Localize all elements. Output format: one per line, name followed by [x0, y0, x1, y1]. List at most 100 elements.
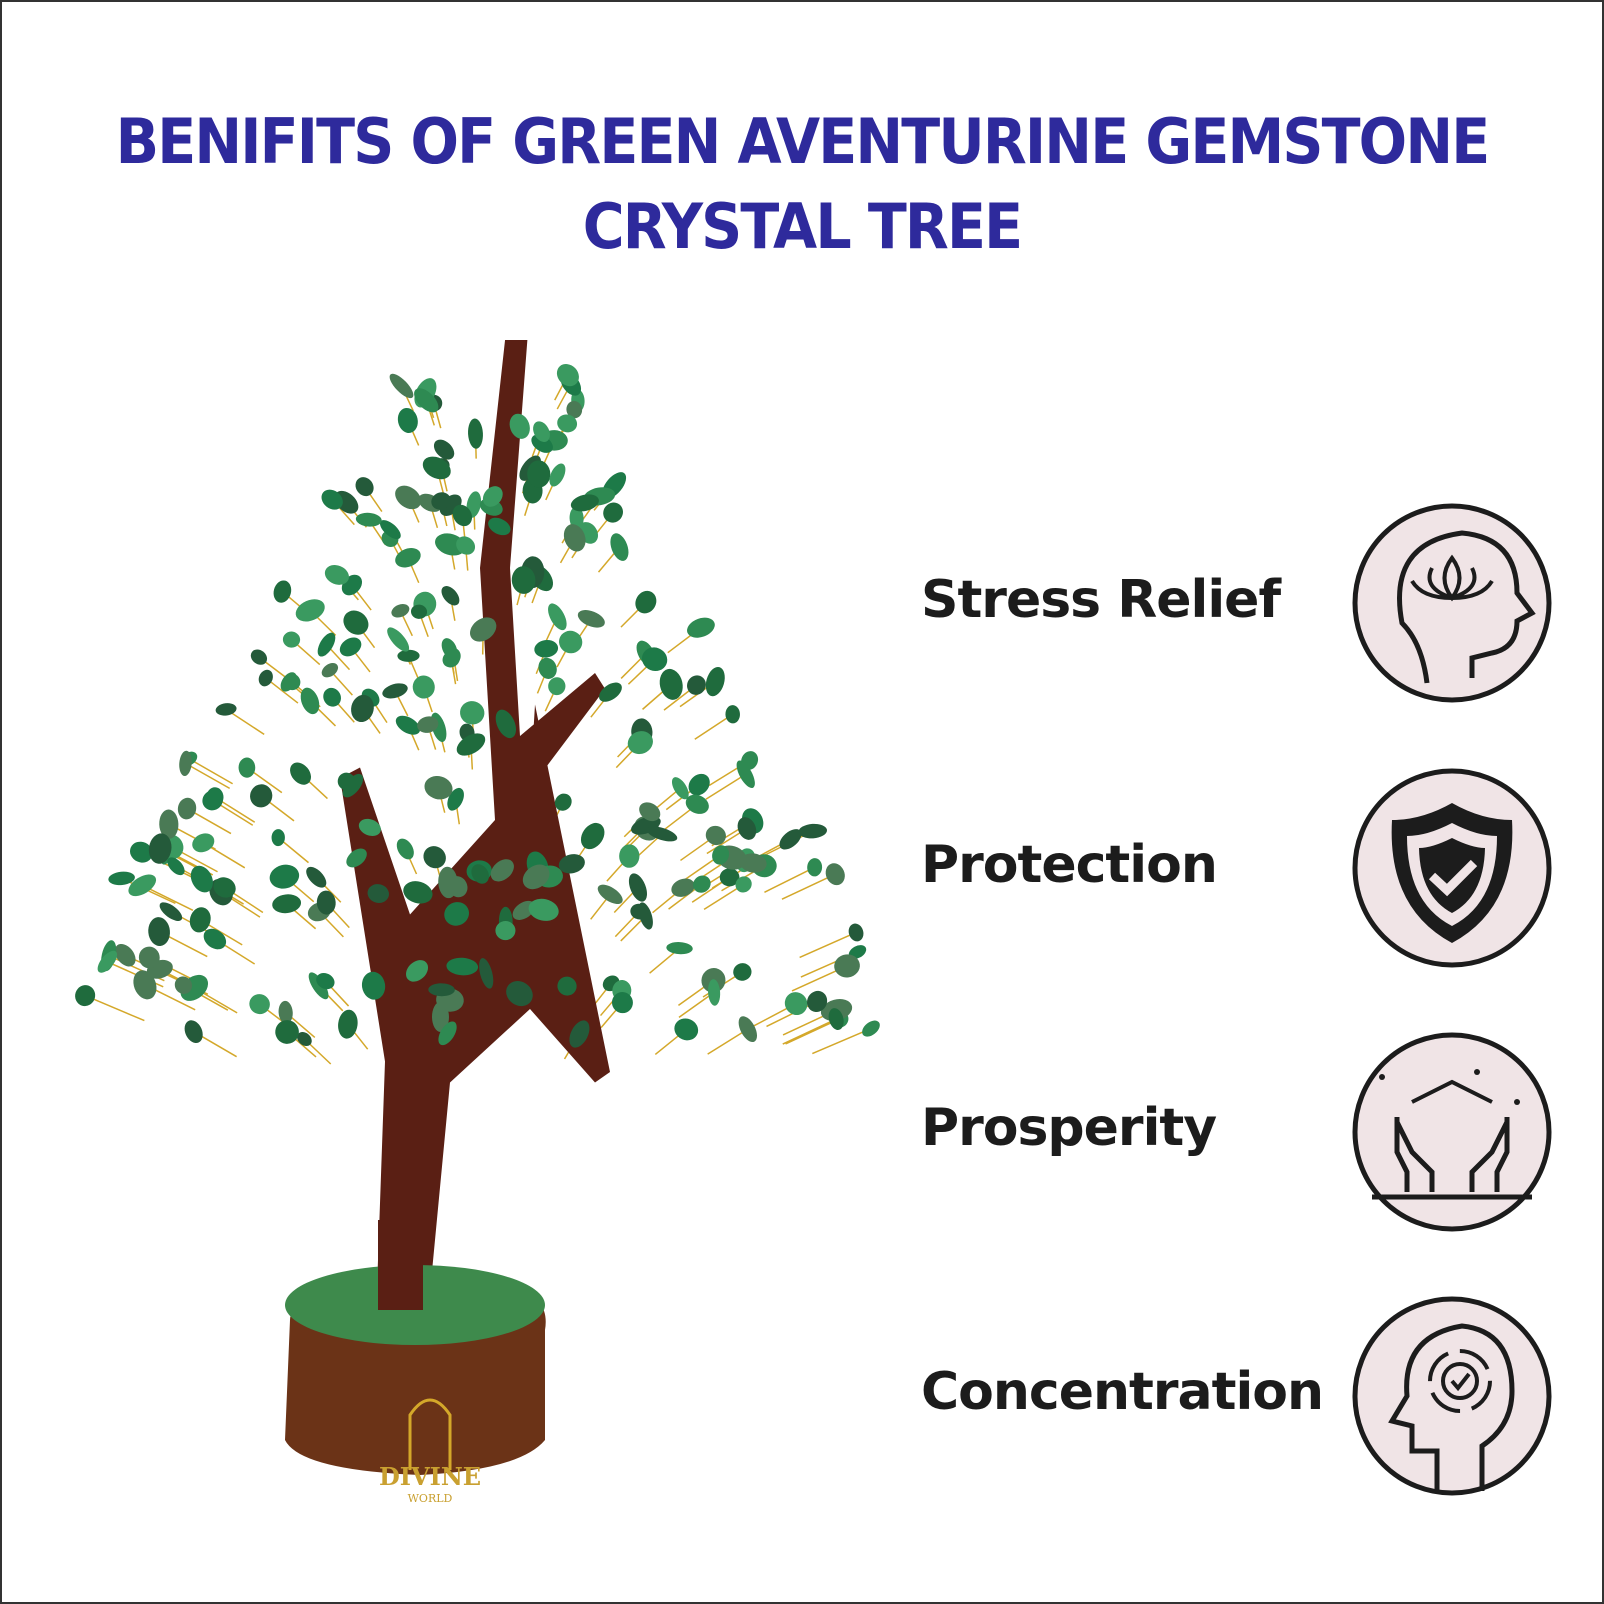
gemstone-leaf — [806, 990, 828, 1013]
gemstone-leaf — [249, 994, 270, 1015]
gemstone-leaf — [848, 945, 867, 959]
gemstone-leaf — [395, 548, 421, 568]
gemstone-leaf — [269, 864, 300, 889]
gemstone-leaf — [114, 943, 136, 967]
gemstone-leaf — [687, 617, 715, 638]
gemstone-leaf — [129, 841, 153, 863]
gemstone-leaf — [317, 632, 336, 657]
gemstone-leaf — [580, 822, 605, 850]
gemstone-leaf — [705, 825, 726, 846]
gemstone-leaf — [735, 876, 752, 893]
gemstone-leaf — [441, 586, 460, 606]
head-target-icon — [1352, 1296, 1552, 1496]
gemstone-leaf — [177, 797, 197, 820]
gemstone-leaf — [739, 853, 767, 873]
gemstone-leaf — [272, 894, 302, 914]
gemstone-leaf — [295, 599, 325, 622]
gemstone-leaf — [297, 1031, 312, 1047]
gemstone-leaf — [379, 520, 401, 540]
crystal-tree-image: DIVINE WORLD — [75, 340, 880, 1505]
gemstone-leaf — [563, 524, 586, 552]
gemstone-leaf — [674, 1018, 699, 1041]
gemstone-leaf — [569, 1020, 590, 1048]
gemstone-leaf — [825, 863, 845, 886]
benefit-prosperity: Prosperity — [921, 1098, 1217, 1158]
gemstone-leaf — [316, 972, 335, 990]
gemstone-leaf — [482, 486, 503, 507]
gemstone-leaf — [506, 980, 533, 1007]
gemstone-leaf — [397, 649, 420, 662]
gemstone-leaf — [405, 960, 429, 982]
gemstone-leaf — [395, 715, 421, 735]
gemstone-leaf — [133, 970, 157, 1000]
gemstone-leaf — [848, 923, 864, 942]
gemstone-leaf — [433, 439, 455, 460]
gemstone-leaf — [213, 877, 236, 898]
gemstone-leaf — [148, 917, 170, 947]
gemstone-leaf — [300, 687, 320, 715]
gemstone-leaf — [167, 857, 185, 876]
gemstone-leaf — [346, 848, 367, 868]
gemstone-leaf — [446, 957, 479, 976]
gemstone-leaf — [738, 1016, 758, 1043]
gemstone-leaf — [862, 1020, 880, 1037]
gemstone-leaf — [282, 631, 301, 648]
gemstone-leaf — [306, 866, 327, 888]
gemstone-leaf — [159, 809, 179, 839]
gemstone-leaf — [557, 414, 578, 433]
gemstone-leaf — [396, 838, 414, 860]
gemstone-leaf — [324, 565, 349, 585]
gemstone-leaf — [192, 833, 215, 853]
gemstone-leaf — [290, 762, 311, 785]
svg-text:DIVINE: DIVINE — [379, 1462, 481, 1491]
gemstone-leaf — [148, 833, 172, 864]
gemstone-leaf — [431, 492, 451, 510]
gemstone-leaf — [725, 705, 740, 724]
gemstone-leaf — [490, 859, 514, 882]
gemstone-leaf — [321, 489, 343, 510]
gemstone-leaf — [438, 1021, 457, 1046]
gemstone-leaf — [444, 902, 470, 926]
gemstone-leaf — [779, 829, 802, 850]
gemstone-leaf — [641, 647, 668, 672]
gemstone-leaf — [807, 858, 823, 877]
gemstone-leaf — [599, 682, 622, 702]
gemstone-leaf — [509, 413, 530, 439]
gemstone-leaf — [174, 976, 193, 994]
gemstone-leaf — [447, 787, 464, 811]
gemstone-leaf — [338, 1009, 358, 1039]
gemstone-leaf — [619, 844, 640, 868]
gemstone-leaf — [628, 873, 647, 902]
gemstone-leaf — [275, 1020, 299, 1044]
gemstone-leaf — [323, 687, 341, 707]
gemstone-leaf — [733, 963, 752, 981]
gemstone-leaf — [548, 677, 566, 696]
gemstone-leaf — [666, 942, 693, 955]
gemstone-leaf — [610, 533, 629, 561]
gemstone-leaf — [685, 794, 709, 814]
gemstone-leaf — [435, 533, 466, 556]
gemstone-leaf — [308, 972, 329, 1000]
gemstone-leaf — [428, 983, 455, 997]
gemstone-leaf — [528, 898, 559, 921]
gemstone-leaf — [412, 675, 435, 699]
gemstone-leaf — [351, 694, 374, 723]
gemstone-leaf — [559, 630, 583, 654]
gemstone-leaf — [424, 775, 453, 800]
gemstone-leaf — [456, 733, 486, 756]
gemstone-leaf — [278, 1000, 293, 1024]
benefit-stress-relief: Stress Relief — [921, 570, 1281, 630]
hands-house-icon — [1352, 1032, 1552, 1232]
gemstone-leaf — [422, 456, 451, 480]
svg-text:WORLD: WORLD — [408, 1492, 453, 1505]
gemstone-leaf — [108, 871, 135, 886]
gemstone-leaf — [597, 884, 623, 904]
shield-check-icon — [1352, 768, 1552, 968]
gemstone-leaf — [570, 494, 599, 512]
gemstone-leaf — [417, 716, 439, 733]
gemstone-leaf — [719, 868, 740, 887]
gemstone-leaf — [189, 907, 211, 933]
gemstone-leaf — [627, 731, 653, 755]
gemstone-leaf — [250, 649, 268, 665]
gemstone-leaf — [250, 784, 273, 808]
